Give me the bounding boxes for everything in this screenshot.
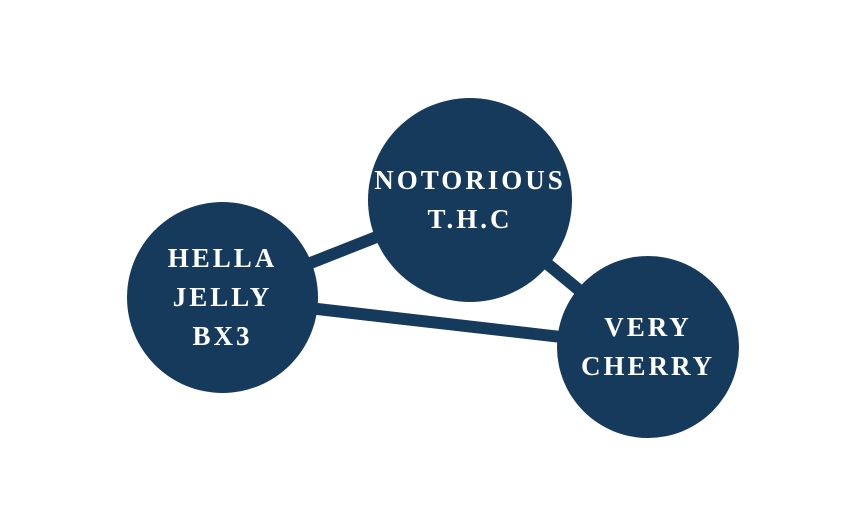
node-label-line: CHERRY xyxy=(580,351,716,381)
node-notorious-thc: NOTORIOUS T.H.C xyxy=(368,98,572,302)
node-label-line: NOTORIOUS xyxy=(374,164,566,195)
node-hella-jelly-bx3: HELLA JELLY BX3 xyxy=(127,202,318,393)
node-label-line: BX3 xyxy=(192,321,253,352)
node-label-line: HELLA xyxy=(167,242,278,273)
node-label-line: JELLY xyxy=(172,281,273,312)
node-very-cherry: VERY CHERRY xyxy=(557,256,739,438)
node-label-line: T.H.C xyxy=(427,204,513,234)
node-label-line: VERY xyxy=(604,311,692,342)
